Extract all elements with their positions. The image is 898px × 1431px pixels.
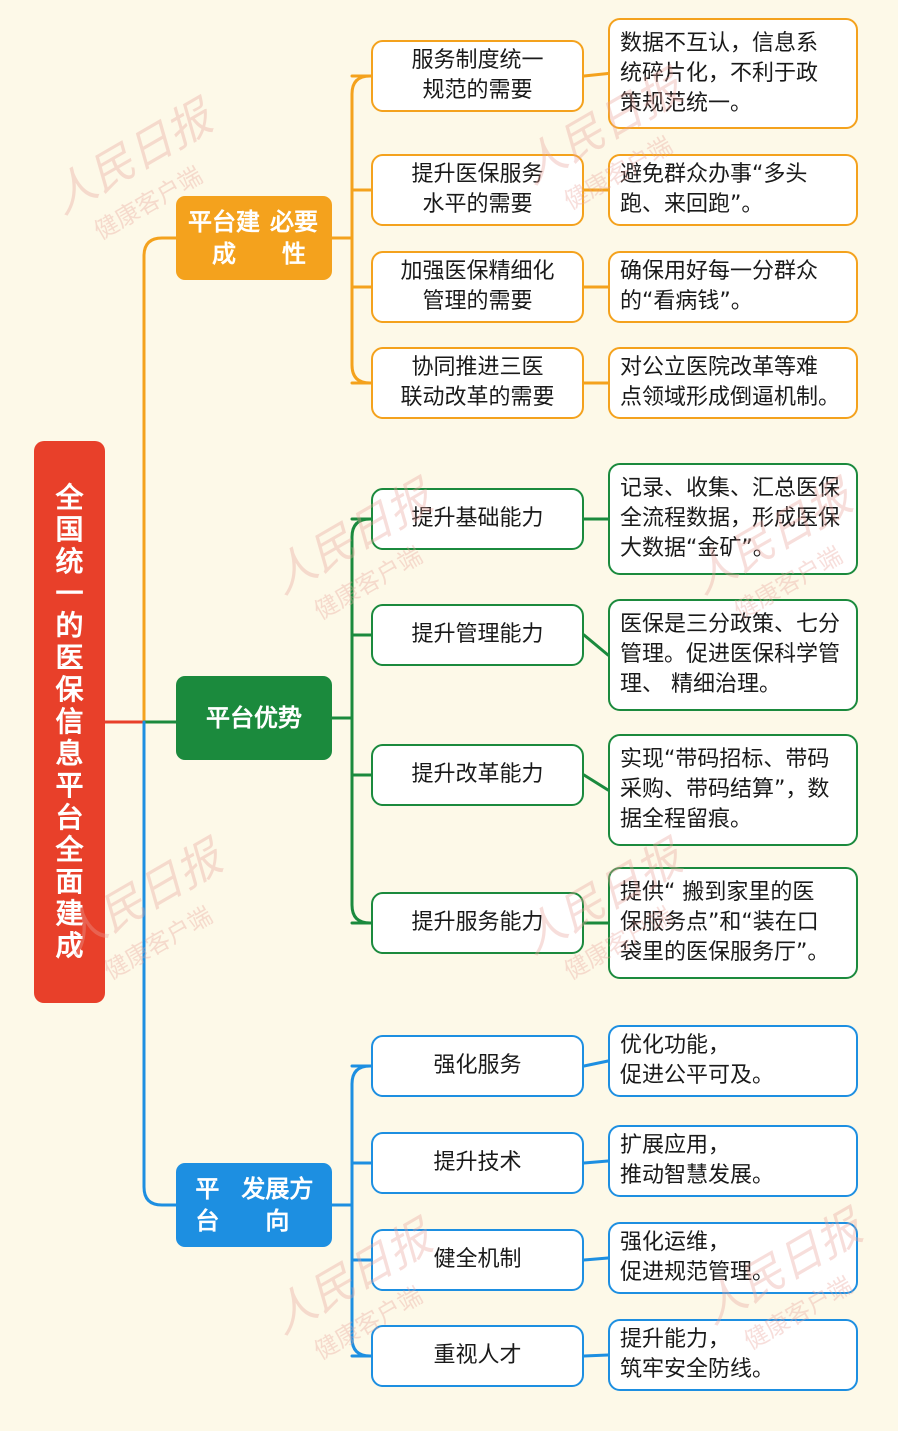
topic-text: 提升基础能力 — [411, 506, 544, 531]
note-box: 确保用好每一分群众的“看病钱”。 — [608, 251, 858, 323]
note-box: 扩展应用， 推动智慧发展。 — [608, 1125, 858, 1197]
topic-text: 强化服务 — [433, 1053, 522, 1078]
topic-box: 提升服务能力 — [371, 892, 584, 954]
note-text: 全流程数据，形成医保 — [620, 506, 841, 531]
topic-box: 加强医保精细化管理的需要 — [371, 251, 584, 323]
note-text: 的“看病钱”。 — [620, 289, 753, 314]
topic-text: 联动改革的需要 — [400, 385, 555, 410]
note-text: 避免群众办事“多头 — [620, 162, 808, 187]
note-text: 记录、收集、汇总医保 — [620, 476, 841, 501]
note-connector — [582, 633, 610, 657]
note-text: 数据不互认，信息系 — [620, 30, 819, 56]
topic-box: 服务制度统一规范的需要 — [371, 40, 584, 112]
topic-text: 水平的需要 — [422, 192, 533, 217]
note-text: 采购、带码结算”，数 — [620, 777, 830, 802]
note-connector — [582, 1256, 610, 1262]
topic-text: 健全机制 — [433, 1247, 522, 1272]
branch-advantages: 平台优势 — [176, 676, 332, 760]
note-text: 策规范统一。 — [620, 90, 753, 116]
note-text: 对公立医院改革等难 — [620, 355, 819, 380]
topic-box: 提升基础能力 — [371, 488, 584, 550]
branch-label-line: 平台优势 — [206, 704, 302, 732]
root-node: 全国统一的医保信息平台全面建成 — [34, 441, 105, 1003]
topic-box: 提升改革能力 — [371, 744, 584, 806]
trunk-line — [142, 236, 178, 724]
topic-text: 提升服务能力 — [411, 910, 544, 935]
topic-text: 提升医保服务 — [411, 162, 544, 187]
topic-box: 健全机制 — [371, 1229, 584, 1291]
trunk-line — [142, 720, 178, 1207]
spine-line — [350, 1064, 372, 1358]
note-text: 理、 精细治理。 — [620, 672, 781, 697]
note-box: 对公立医院改革等难点领域形成倒逼机制。 — [608, 347, 858, 419]
note-box: 避免群众办事“多头跑、来回跑”。 — [608, 154, 858, 226]
note-text: 扩展应用， — [620, 1133, 731, 1158]
topic-box: 重视人才 — [371, 1325, 584, 1387]
note-text: 提升能力， — [620, 1327, 731, 1352]
topic-text: 管理的需要 — [422, 289, 533, 314]
note-box: 强化运维， 促进规范管理。 — [608, 1222, 858, 1294]
topic-box: 提升管理能力 — [371, 604, 584, 666]
branch-directions: 平台发展方向 — [176, 1163, 332, 1247]
note-text: 促进公平可及。 — [620, 1063, 775, 1088]
note-text: 筑牢安全防线。 — [620, 1357, 775, 1382]
topic-box: 协同推进三医联动改革的需要 — [371, 347, 584, 419]
spine-line — [350, 517, 372, 925]
note-text: 管理。促进医保科学管 — [620, 642, 841, 667]
note-connector — [582, 773, 610, 792]
topic-text: 提升技术 — [433, 1150, 522, 1175]
root-title: 全国统一的医保信息平台全面建成 — [55, 481, 84, 962]
note-box: 记录、收集、汇总医保全流程数据，形成医保大数据“金矿”。 — [608, 463, 858, 575]
note-text: 推动智慧发展。 — [620, 1163, 775, 1188]
topic-text: 重视人才 — [433, 1343, 522, 1368]
note-text: 提供“ 搬到家里的医 — [620, 880, 815, 905]
note-text: 保服务点”和“装在口 — [620, 910, 819, 935]
note-text: 促进规范管理。 — [620, 1260, 775, 1285]
branch-label-line: 平台 — [195, 1175, 220, 1235]
branch-necessity: 平台建成必要性 — [176, 196, 332, 280]
note-text: 确保用好每一分群众 — [620, 259, 819, 284]
topic-box: 强化服务 — [371, 1035, 584, 1097]
note-connector — [582, 72, 610, 78]
note-text: 大数据“金矿”。 — [620, 536, 775, 561]
topic-text: 提升改革能力 — [411, 762, 544, 787]
note-box: 提升能力， 筑牢安全防线。 — [608, 1319, 858, 1391]
topic-text: 协同推进三医 — [411, 355, 544, 380]
topic-text: 提升管理能力 — [411, 622, 544, 647]
note-text: 点领域形成倒逼机制。 — [620, 385, 841, 410]
branch-label-line: 发展方向 — [241, 1175, 314, 1235]
note-text: 跑、来回跑”。 — [620, 192, 764, 217]
topic-text: 加强医保精细化 — [400, 259, 555, 284]
note-connector — [582, 1353, 610, 1358]
note-text: 袋里的医保服务厅”。 — [620, 940, 830, 965]
note-text: 统碎片化，不利于政 — [620, 60, 819, 86]
note-connector — [582, 1159, 610, 1165]
spine-line — [350, 74, 372, 385]
topic-text: 服务制度统一 — [411, 48, 544, 73]
note-box: 实现“带码招标、带码采购、带码结算”，数据全程留痕。 — [608, 734, 858, 846]
branch-label-line: 必要性 — [270, 208, 318, 268]
note-box: 医保是三分政策、七分管理。促进医保科学管理、 精细治理。 — [608, 599, 858, 711]
note-box: 提供“ 搬到家里的医保服务点”和“装在口袋里的医保服务厅”。 — [608, 867, 858, 979]
note-text: 据全程留痕。 — [620, 807, 753, 832]
note-text: 实现“带码招标、带码 — [620, 747, 830, 772]
note-text: 优化功能， — [620, 1033, 731, 1058]
topic-box: 提升技术 — [371, 1132, 584, 1194]
topic-box: 提升医保服务水平的需要 — [371, 154, 584, 226]
note-box: 优化功能， 促进公平可及。 — [608, 1025, 858, 1097]
note-text: 医保是三分政策、七分 — [620, 612, 841, 637]
note-text: 强化运维， — [620, 1230, 731, 1255]
branch-label-line: 平台建成 — [188, 208, 260, 268]
topic-text: 规范的需要 — [422, 78, 533, 103]
note-connector — [582, 1059, 610, 1068]
note-box: 数据不互认，信息系统碎片化，不利于政策规范统一。 — [608, 18, 858, 129]
